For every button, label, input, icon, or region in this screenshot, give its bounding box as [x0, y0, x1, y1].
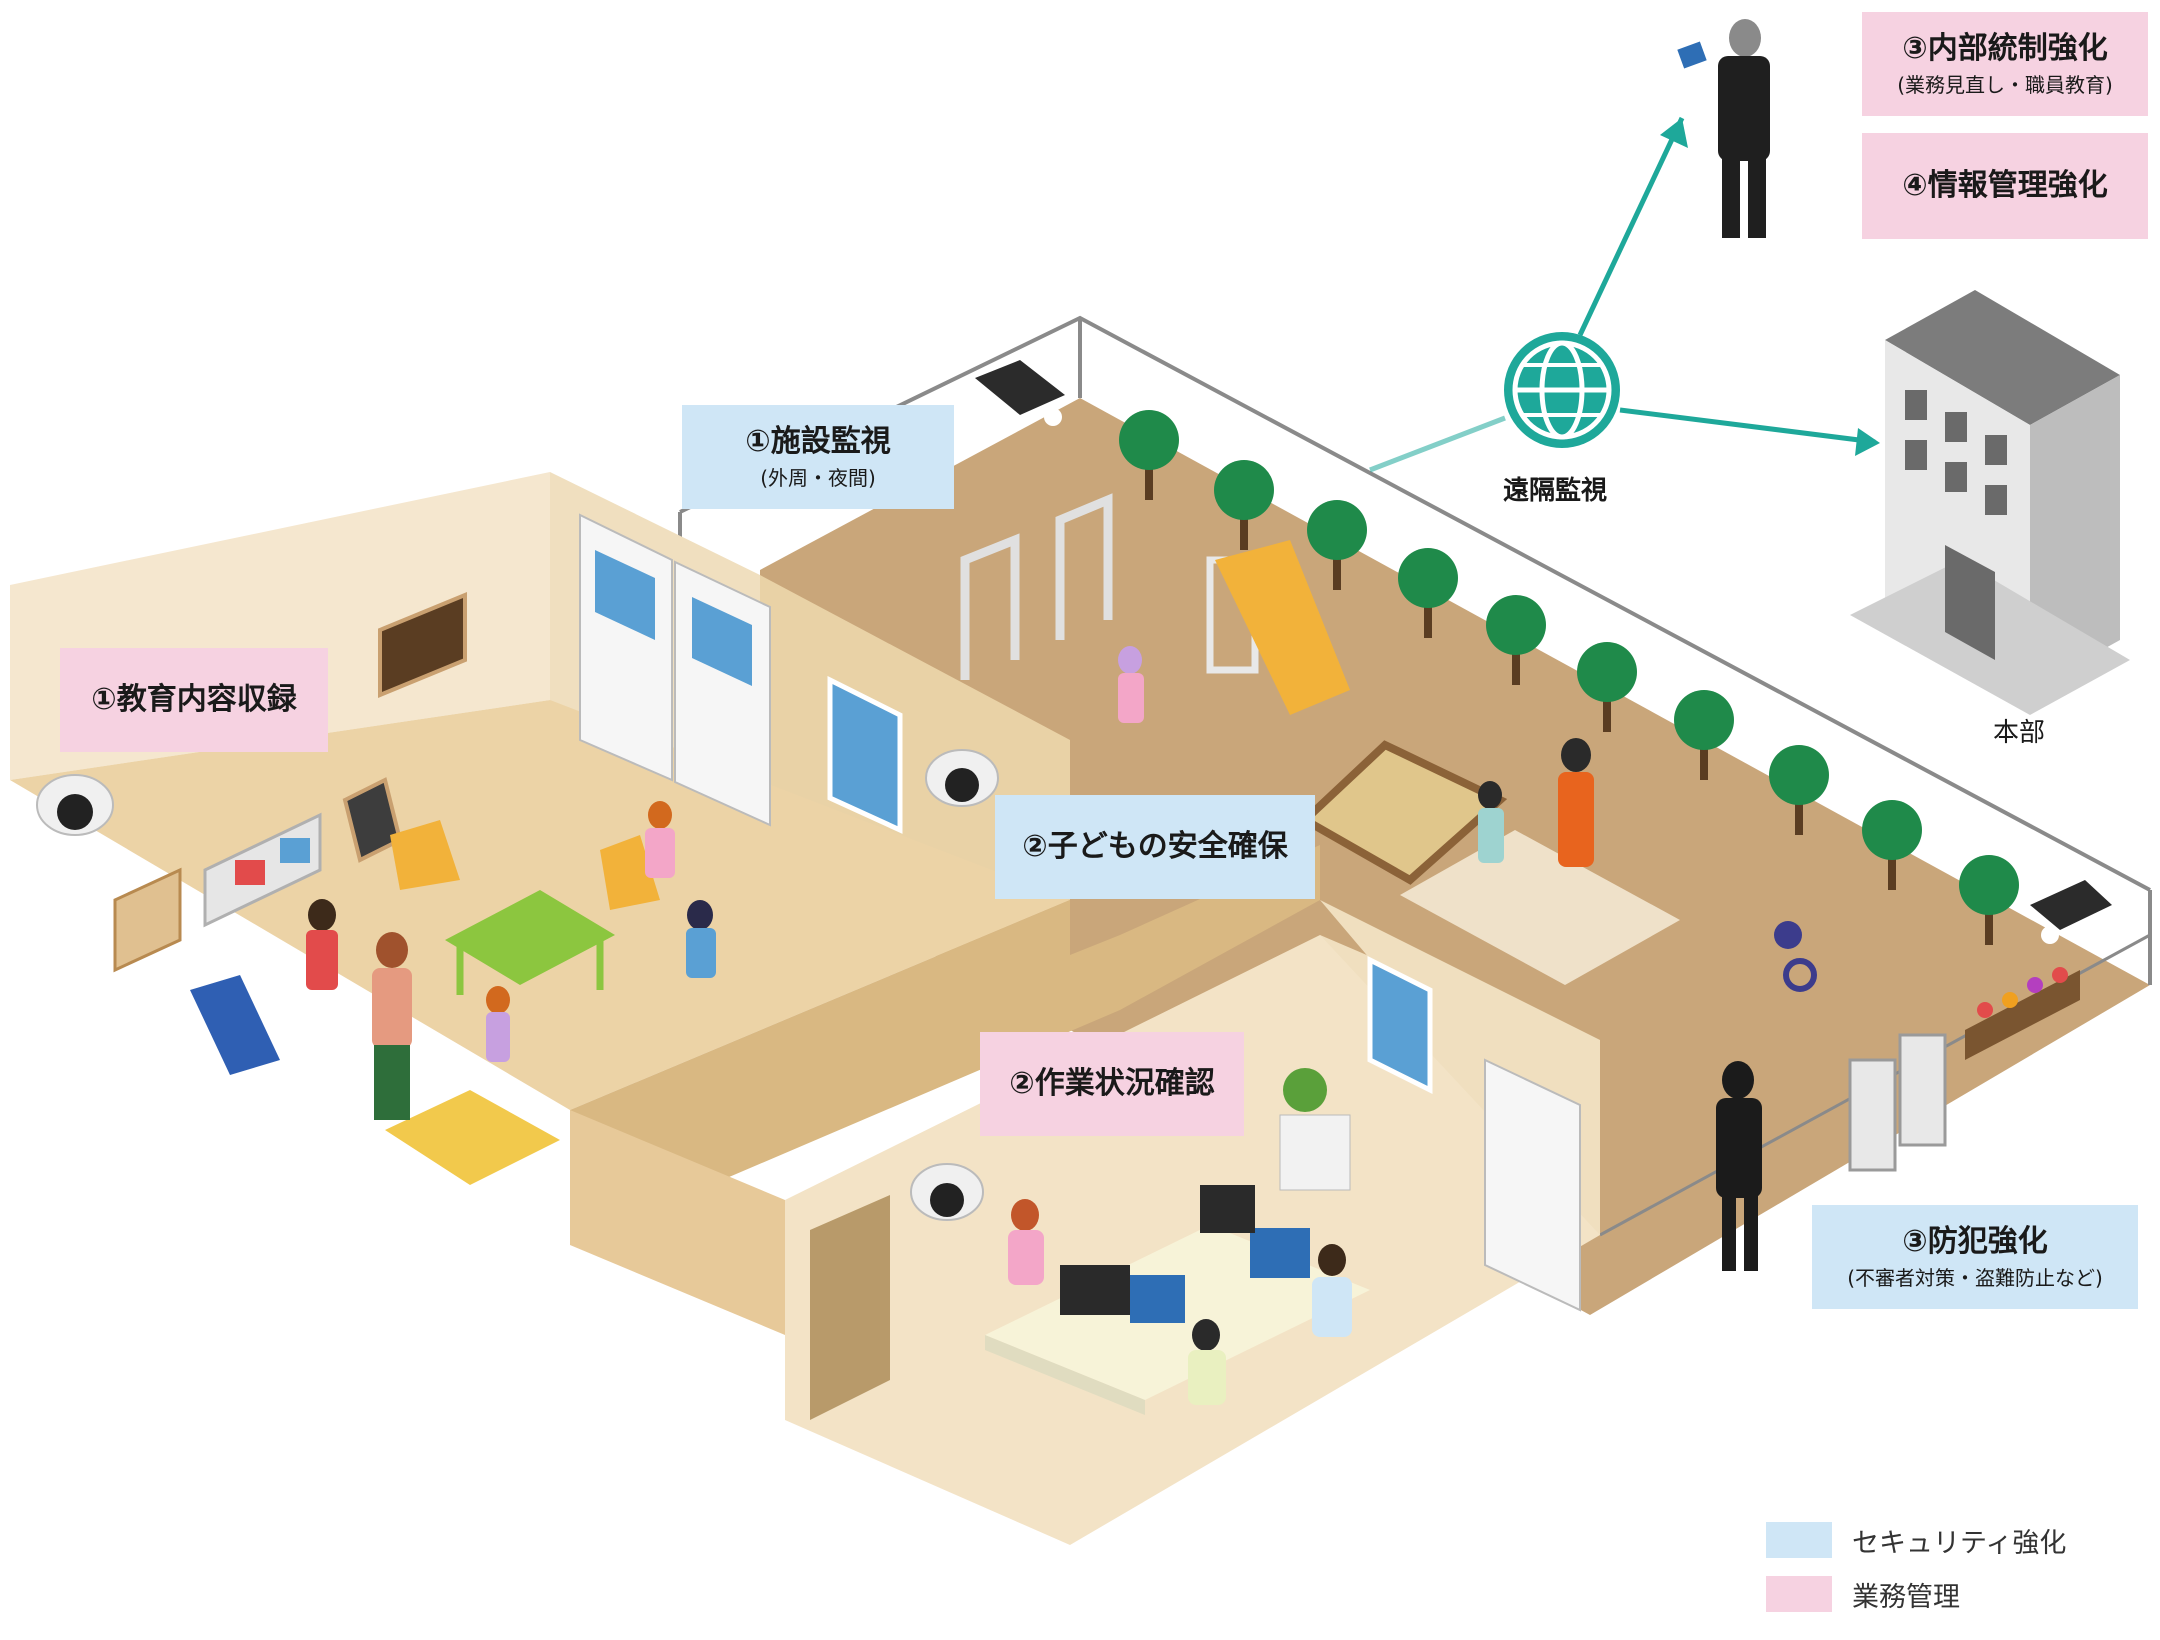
- dome-camera-hall: [925, 749, 999, 807]
- label-subtitle: (業務見直し・職員教育): [1897, 72, 2113, 97]
- label-title: ④情報管理強化: [1902, 168, 2108, 204]
- label-title: ②子どもの安全確保: [1022, 829, 1288, 865]
- dome-camera-office: [910, 1163, 984, 1221]
- yard-ground: [760, 398, 2150, 1315]
- arrow-head-hq: [1855, 428, 1880, 456]
- intruder-silhouette: [1716, 1061, 1762, 1271]
- label-title: ①教育内容収録: [91, 682, 297, 718]
- remote-monitoring-caption: 遠隔監視: [1503, 476, 1608, 506]
- label-child-safety: ②子どもの安全確保: [995, 795, 1315, 899]
- bullet-camera-corner: [2030, 880, 2112, 944]
- bulletin-board: [378, 592, 467, 698]
- headquarters-building: [1850, 290, 2130, 715]
- network-arrows: [1369, 116, 1876, 473]
- legend-swatch-security: [1766, 1522, 1832, 1558]
- partition-wall: [570, 900, 1120, 1245]
- headquarters-caption: 本部: [1993, 718, 2046, 748]
- office-plant: [1279, 1068, 1351, 1191]
- label-title: ③内部統制強化: [1902, 31, 2108, 67]
- wooden-deck: [1400, 830, 1680, 985]
- toy-shelves: [113, 812, 322, 973]
- globe-icon: [1504, 332, 1620, 448]
- toy-train: [190, 975, 280, 1075]
- kids-table: [390, 820, 660, 995]
- legend: セキュリティ強化 業務管理: [1766, 1520, 2066, 1628]
- label-education-recording: ①教育内容収録: [60, 648, 328, 752]
- swing-set: [960, 493, 1113, 680]
- legend-swatch-business: [1766, 1576, 1832, 1612]
- office-workers: [1008, 1199, 1352, 1405]
- yard-people: [1118, 646, 1817, 992]
- trees: [1119, 410, 2019, 945]
- yard-gate: [1848, 1033, 1947, 1172]
- label-subtitle: (外周・夜間): [760, 465, 876, 490]
- legend-label-security: セキュリティ強化: [1852, 1527, 2067, 1559]
- label-internal-control: ③内部統制強化 (業務見直し・職員教育): [1862, 12, 2148, 116]
- puzzle-mat: [385, 1090, 560, 1185]
- dome-camera-classroom: [36, 774, 114, 836]
- slide: [1206, 540, 1350, 715]
- double-door: [579, 513, 771, 827]
- flower-planter: [1965, 967, 2080, 1060]
- office-door: [810, 1195, 890, 1420]
- office-bookshelf: [1484, 1058, 1581, 1312]
- label-facility-monitoring: ①施設監視 (外周・夜間): [682, 405, 954, 509]
- label-subtitle: (不審者対策・盗難防止など): [1847, 1265, 2103, 1290]
- legend-label-business: 業務管理: [1852, 1581, 1960, 1613]
- bullet-camera-yard: [975, 360, 1065, 426]
- legend-item-business: 業務管理: [1766, 1574, 2066, 1614]
- classroom-window: [827, 675, 903, 834]
- label-title: ③防犯強化: [1902, 1224, 2048, 1260]
- manager-with-tablet: [1677, 19, 1770, 238]
- label-work-status: ②作業状況確認: [980, 1032, 1244, 1136]
- legend-item-security: セキュリティ強化: [1766, 1520, 2066, 1560]
- office-desks: [985, 1185, 1370, 1415]
- label-title: ①施設監視: [745, 424, 891, 460]
- arrow-head-remote: [1660, 118, 1688, 148]
- label-info-management: ④情報管理強化: [1862, 133, 2148, 239]
- classroom-people: [306, 801, 716, 1120]
- label-crime-prevention: ③防犯強化 (不審者対策・盗難防止など): [1812, 1205, 2138, 1309]
- label-title: ②作業状況確認: [1009, 1066, 1215, 1102]
